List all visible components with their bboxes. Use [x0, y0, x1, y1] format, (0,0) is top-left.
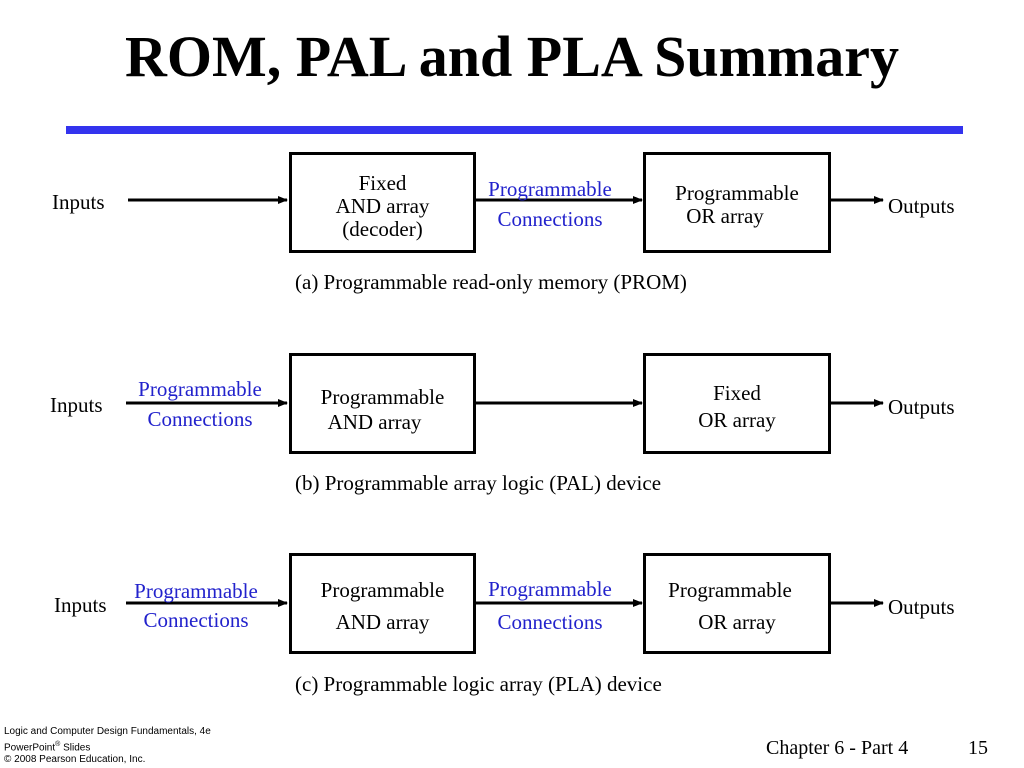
footer-copyright: © 2008 Pearson Education, Inc. [4, 754, 146, 766]
prom-or-line2: OR array [686, 204, 764, 228]
footer-book-title: Logic and Computer Design Fundamentals, … [4, 726, 211, 737]
pla-in-connections-line1: Programmable [134, 579, 258, 603]
pla-in-connections-line2: Connections [143, 608, 249, 632]
pal-or-array-box: Fixed OR array [643, 353, 831, 454]
prom-and-line1: Fixed [358, 171, 407, 195]
prom-mid-connections-line1: Programmable [488, 177, 612, 201]
prom-outputs-label: Outputs [888, 194, 955, 218]
pla-and-array-box: Programmable AND array [289, 553, 476, 654]
prom-inputs-label: Inputs [52, 190, 105, 214]
pla-or-line2: OR array [698, 610, 776, 634]
pla-outputs-label: Outputs [888, 595, 955, 619]
pal-and-array-box: Programmable AND array [289, 353, 476, 454]
pla-caption: (c) Programmable logic array (PLA) devic… [295, 672, 662, 696]
pla-inputs-label: Inputs [54, 593, 107, 617]
pla-or-array-box: Programmable OR array [643, 553, 831, 654]
pal-and-line2: AND array [327, 410, 422, 434]
prom-and-array-box: Fixed AND array (decoder) [289, 152, 476, 253]
pla-and-line2: AND array [335, 610, 430, 634]
pal-in-connections-line1: Programmable [138, 377, 262, 401]
prom-caption: (a) Programmable read-only memory (PROM) [295, 270, 687, 294]
pal-in-connections-line2: Connections [147, 407, 253, 431]
prom-or-array-box: Programmable OR array [643, 152, 831, 253]
footer-slides-suffix: Slides [60, 741, 91, 753]
footer-page-number: 15 [968, 737, 988, 759]
slide-title: ROM, PAL and PLA Summary [125, 24, 899, 89]
title-underline [66, 126, 963, 134]
pal-caption: (b) Programmable array logic (PAL) devic… [295, 471, 662, 495]
footer-chapter: Chapter 6 - Part 4 [766, 737, 909, 759]
prom-or-line1: Programmable [675, 181, 799, 205]
footer-slides-name: PowerPoint [4, 741, 56, 753]
footer-slides: PowerPoint® Slides [4, 739, 211, 755]
footer-credits: Logic and Computer Design Fundamentals, … [4, 726, 211, 767]
prom-mid-connections-line2: Connections [497, 207, 603, 231]
pla-or-line1: Programmable [668, 578, 792, 602]
pal-outputs-label: Outputs [888, 395, 955, 419]
pal-or-line2: OR array [698, 408, 776, 432]
pla-and-line1: Programmable [320, 578, 445, 602]
pal-or-line1: Fixed [713, 381, 761, 405]
footer-registered-mark: ® [55, 740, 61, 748]
pla-mid-connections-line2: Connections [497, 610, 603, 634]
pla-mid-connections-line1: Programmable [488, 577, 612, 601]
pal-and-line1: Programmable [320, 385, 445, 409]
prom-and-line3: (decoder) [342, 217, 423, 241]
prom-and-line2: AND array [335, 194, 430, 218]
pal-inputs-label: Inputs [50, 393, 103, 417]
